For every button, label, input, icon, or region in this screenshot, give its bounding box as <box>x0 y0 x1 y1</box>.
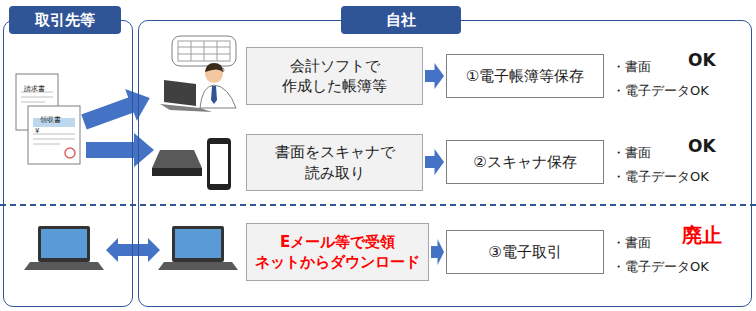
receipt-line <box>33 134 75 135</box>
block-arrow <box>86 133 154 167</box>
person-at-laptop <box>160 36 236 112</box>
block-arrow <box>78 82 155 138</box>
document-text: 請求書 <box>24 85 45 93</box>
label-slot: 廃止 <box>682 222 722 249</box>
receipt-sheet <box>28 106 80 164</box>
stamp <box>65 148 75 158</box>
block-arrow <box>431 239 444 265</box>
document-text: 領収書 <box>40 116 61 124</box>
receipt-line <box>33 139 75 140</box>
box-text: 書面をスキャナで 読み取り <box>254 142 415 183</box>
invoice-line <box>21 97 53 98</box>
label-slot: ・電子データOK <box>612 166 709 186</box>
laptop-base <box>160 104 212 112</box>
process-box: 書面をスキャナで 読み取り <box>246 134 423 191</box>
scanner-body <box>152 168 202 176</box>
result-box: ③電子取引 <box>446 230 604 274</box>
box-text: 会計ソフトで 作成した帳簿等 <box>254 56 415 97</box>
grid-line <box>204 41 205 61</box>
scanner-lid <box>152 150 202 168</box>
own-laptop <box>158 226 238 270</box>
grid-line <box>191 41 192 61</box>
tie <box>211 86 217 104</box>
label-slot: ・電子データOK <box>612 256 709 276</box>
group-panel: 取引先等 <box>3 20 133 307</box>
phone-screen <box>210 144 228 184</box>
document-text: ¥ <box>35 127 39 135</box>
laptop-screen <box>38 226 90 262</box>
label-slot: 領収書 <box>40 107 61 126</box>
label-slot: ・電子データOK <box>612 80 709 100</box>
process-box: 会計ソフトで 作成した帳簿等 <box>246 47 423 105</box>
block-arrow <box>425 149 444 175</box>
laptop-screen <box>164 80 196 106</box>
status-mark: 廃止 <box>682 223 722 247</box>
flow-arrow <box>78 82 155 138</box>
partner-laptop <box>24 226 104 270</box>
laptop-display <box>175 229 221 258</box>
label-slot: 請求書 <box>24 76 45 95</box>
laptop-screen <box>172 226 224 262</box>
box-text: ③電子取引 <box>488 242 561 262</box>
scanner-icon <box>152 150 202 176</box>
exchange-arrow <box>106 238 160 262</box>
invoice-line <box>21 102 45 103</box>
result-box: ②スキャナ保存 <box>446 140 604 184</box>
dashed-divider <box>0 204 756 206</box>
status-mark: OK <box>688 136 716 156</box>
body <box>200 85 236 108</box>
note-label: ・電子データOK <box>612 259 709 274</box>
label-slot: OK <box>688 50 716 70</box>
status-mark: OK <box>688 50 716 70</box>
note-label: ・電子データOK <box>612 83 709 98</box>
note-label: ・電子データOK <box>612 169 709 184</box>
receipt-line <box>33 144 60 145</box>
label-slot: ・書面 <box>612 142 651 162</box>
hair <box>205 63 223 72</box>
group-heading: 取引先等 <box>9 6 121 34</box>
group-heading: 自社 <box>341 6 461 34</box>
result-box: ①電子帳簿等保存 <box>446 54 604 98</box>
label-slot: ・書面 <box>612 232 651 252</box>
thought-bubble <box>172 36 236 66</box>
laptop-base <box>24 262 104 270</box>
label-slot: ・書面 <box>612 56 651 76</box>
laptop-base <box>158 262 238 270</box>
note-label: ・書面 <box>612 59 651 74</box>
box-text: ①電子帳簿等保存 <box>466 66 584 86</box>
note-label: ・書面 <box>612 145 651 160</box>
label-slot: ¥ <box>35 118 39 137</box>
label-slot: OK <box>688 136 716 156</box>
box-text: Eメール等で受領 ネットからダウンロード <box>254 232 421 273</box>
process-box: Eメール等で受領 ネットからダウンロード <box>246 223 429 281</box>
phone-icon <box>207 138 231 190</box>
phone-body <box>207 138 231 190</box>
note-label: ・書面 <box>612 235 651 250</box>
spreadsheet <box>178 41 230 61</box>
grid-line <box>217 41 218 61</box>
laptop-display <box>41 229 87 258</box>
block-arrow <box>425 63 444 89</box>
receipt-icon <box>28 106 80 164</box>
box-text: ②スキャナ保存 <box>473 152 576 172</box>
